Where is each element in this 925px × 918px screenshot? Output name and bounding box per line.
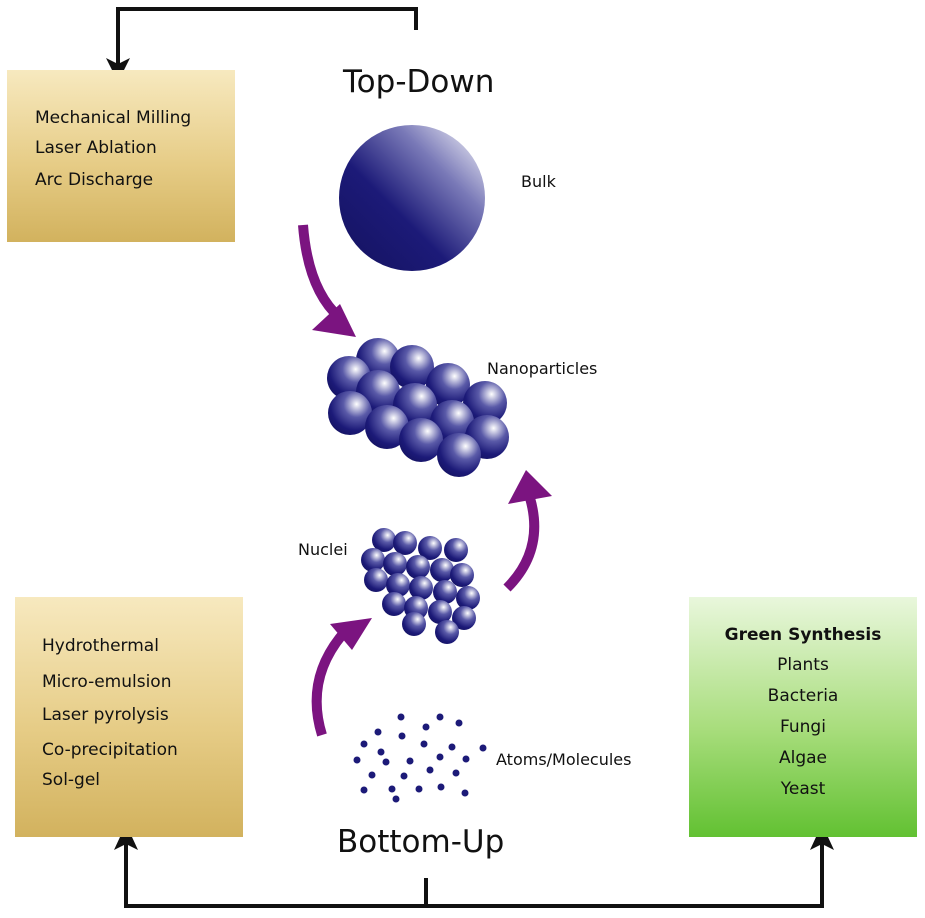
arrow-atoms-to-nuclei	[311, 631, 346, 737]
label-bulk: Bulk	[521, 172, 556, 191]
arrow-nuclei-to-nanoparticles	[503, 496, 540, 592]
method-hydrothermal: Hydrothermal	[42, 636, 159, 656]
top-down-methods-box: Mechanical Milling Laser Ablation Arc Di…	[7, 70, 235, 242]
nanoparticle-cluster	[327, 338, 509, 477]
green-item-algae: Algae	[778, 748, 828, 768]
method-laser-ablation: Laser Ablation	[35, 138, 157, 158]
label-nuclei: Nuclei	[298, 540, 348, 559]
method-sol-gel: Sol-gel	[42, 770, 101, 790]
top-connector-line	[116, 7, 418, 68]
green-item-yeast: Yeast	[780, 779, 826, 799]
nuclei-cluster	[361, 528, 480, 644]
green-item-fungi: Fungi	[780, 717, 826, 737]
green-synthesis-heading: Green Synthesis	[724, 625, 882, 645]
atoms-dots	[353, 713, 487, 803]
method-arc-discharge: Arc Discharge	[35, 170, 154, 190]
arrow-bulk-to-nanoparticles	[298, 224, 344, 322]
arrowhead-nuclei-to-nanoparticles	[508, 470, 552, 504]
method-co-precipitation: Co-precipitation	[42, 740, 178, 760]
method-laser-pyrolysis: Laser pyrolysis	[42, 705, 169, 725]
bottom-up-methods-box: Hydrothermal Micro-emulsion Laser pyroly…	[15, 597, 243, 837]
green-synthesis-box: Green Synthesis Plants Bacteria Fungi Al…	[689, 597, 917, 837]
bottom-left-arrowhead	[114, 824, 138, 850]
green-item-bacteria: Bacteria	[767, 686, 839, 706]
bottom-connector-line	[124, 840, 824, 908]
arrowhead-atoms-to-nuclei	[330, 618, 372, 650]
arrowhead-bulk-to-nanoparticles	[312, 304, 356, 337]
method-mechanical-milling: Mechanical Milling	[35, 108, 192, 128]
bulk-sphere	[339, 125, 485, 271]
label-nanoparticles: Nanoparticles	[487, 359, 598, 378]
top-down-title: Top-Down	[343, 64, 495, 100]
green-item-plants: Plants	[777, 655, 829, 675]
bottom-up-title: Bottom-Up	[337, 824, 505, 860]
label-atoms-molecules: Atoms/Molecules	[496, 750, 632, 769]
method-micro-emulsion: Micro-emulsion	[42, 672, 172, 692]
bottom-right-arrowhead	[810, 824, 834, 850]
